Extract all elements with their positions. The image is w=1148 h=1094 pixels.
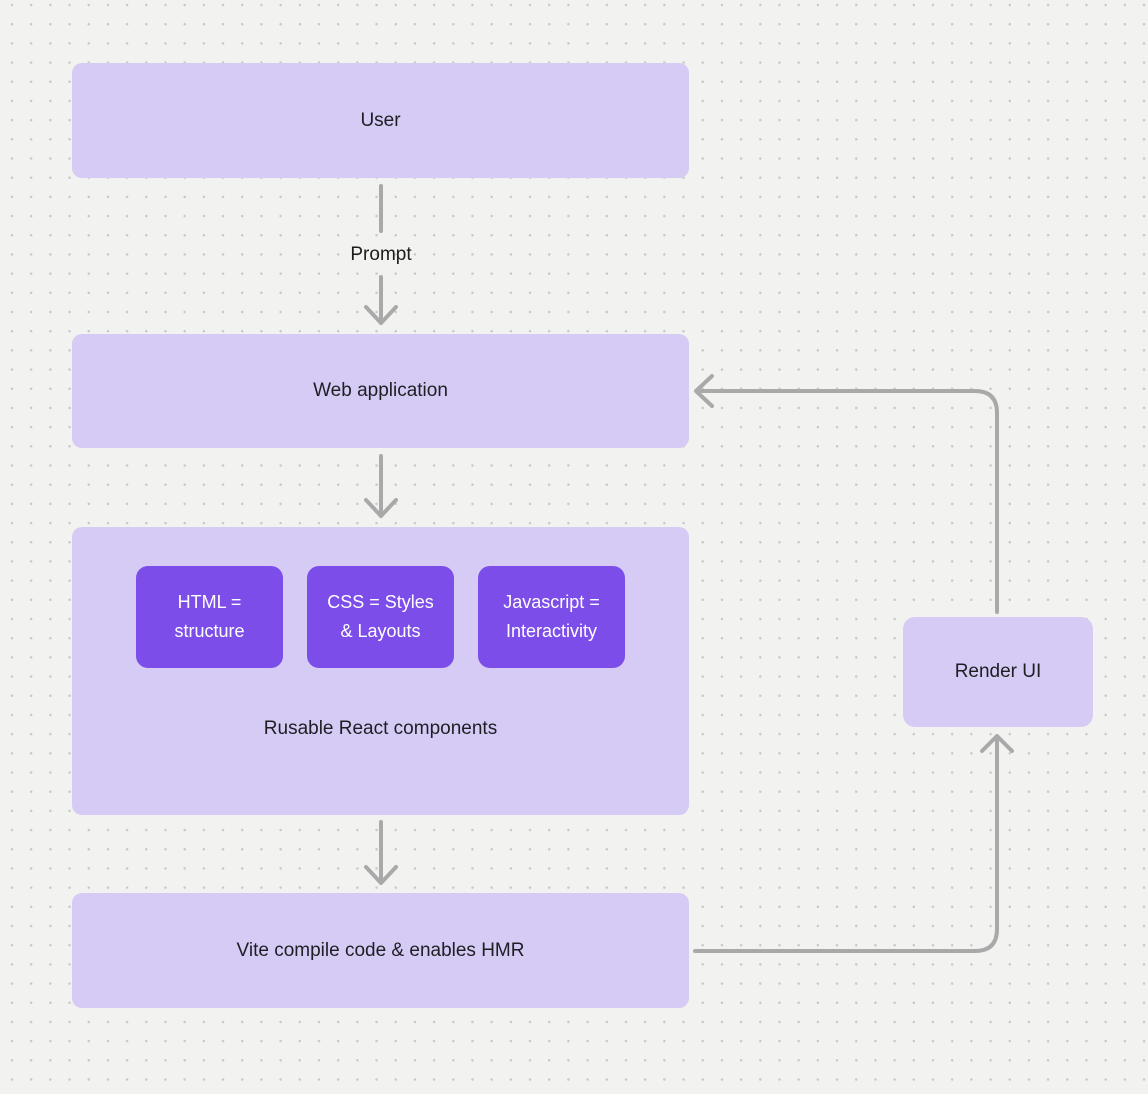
- node-user-label: User: [360, 109, 401, 131]
- connector-components-to-vite-arrow: [364, 820, 398, 885]
- node-render-ui: Render UI: [903, 617, 1093, 727]
- node-web-application: Web application: [72, 334, 689, 448]
- components-row: HTML = structure CSS = Styles & Layouts …: [72, 566, 689, 668]
- node-vite-label: Vite compile code & enables HMR: [236, 939, 525, 961]
- node-javascript-interactivity: Javascript = Interactivity: [478, 566, 625, 668]
- node-javascript-interactivity-line2: Interactivity: [505, 621, 598, 641]
- node-javascript-interactivity-line1: Javascript =: [503, 592, 600, 612]
- node-css-styles-line1: CSS = Styles: [327, 592, 434, 612]
- edge-label-prompt: Prompt: [350, 244, 412, 265]
- connector-renderui-to-webapp-arrow: [694, 374, 999, 614]
- node-vite: Vite compile code & enables HMR: [72, 893, 689, 1008]
- connector-vite-to-renderui-arrow: [693, 734, 1014, 953]
- node-css-styles: CSS = Styles & Layouts: [307, 566, 454, 668]
- connector-prompt-to-webapp-arrow: [364, 275, 398, 325]
- node-html-structure: HTML = structure: [136, 566, 283, 668]
- node-css-styles-line2: & Layouts: [340, 621, 421, 641]
- components-group-caption: Rusable React components: [263, 718, 498, 739]
- node-html-structure-line1: HTML =: [177, 592, 242, 612]
- node-render-ui-label: Render UI: [954, 661, 1042, 682]
- node-web-application-label: Web application: [313, 380, 448, 401]
- node-user: User: [72, 63, 689, 178]
- node-components-group: HTML = structure CSS = Styles & Layouts …: [72, 527, 689, 815]
- connector-webapp-to-components-arrow: [364, 454, 398, 518]
- node-html-structure-line2: structure: [174, 621, 245, 641]
